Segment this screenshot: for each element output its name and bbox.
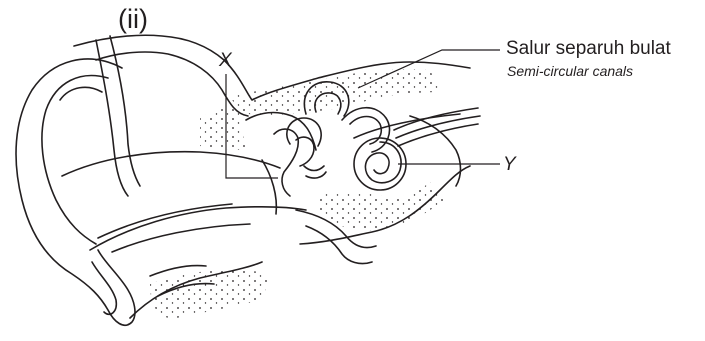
label-semicircular-canals-malay: Salur separuh bulat [506, 38, 671, 60]
canal-floor-line [112, 224, 250, 252]
cochlea-spiral [365, 142, 401, 183]
canal-outer-2 [342, 108, 390, 152]
label-x: X [219, 50, 232, 72]
bone-stipple-lower [150, 270, 270, 318]
label-semicircular-canals-english: Semi-circular canals [507, 63, 633, 79]
pinna-inner-fold [42, 76, 108, 244]
ear-canal-upper [62, 152, 280, 176]
ossicle-stirrup [304, 166, 326, 178]
label-y: Y [503, 154, 516, 176]
bone-stipple-left [200, 107, 246, 150]
pinna [16, 59, 135, 325]
question-part-label: (ii) [118, 4, 148, 35]
auditory-nerve-2 [396, 116, 480, 138]
bone-right [410, 116, 461, 186]
pinna-helix [60, 87, 102, 100]
auditory-nerve-3 [398, 124, 478, 146]
cartilage-strip-2 [110, 36, 140, 186]
bone-stipple-upper [230, 69, 440, 116]
ossicle-hammer [274, 129, 298, 196]
canal-outer-3 [287, 118, 321, 146]
eustachian-tube-2 [306, 226, 372, 264]
tympanic-membrane [262, 160, 276, 214]
